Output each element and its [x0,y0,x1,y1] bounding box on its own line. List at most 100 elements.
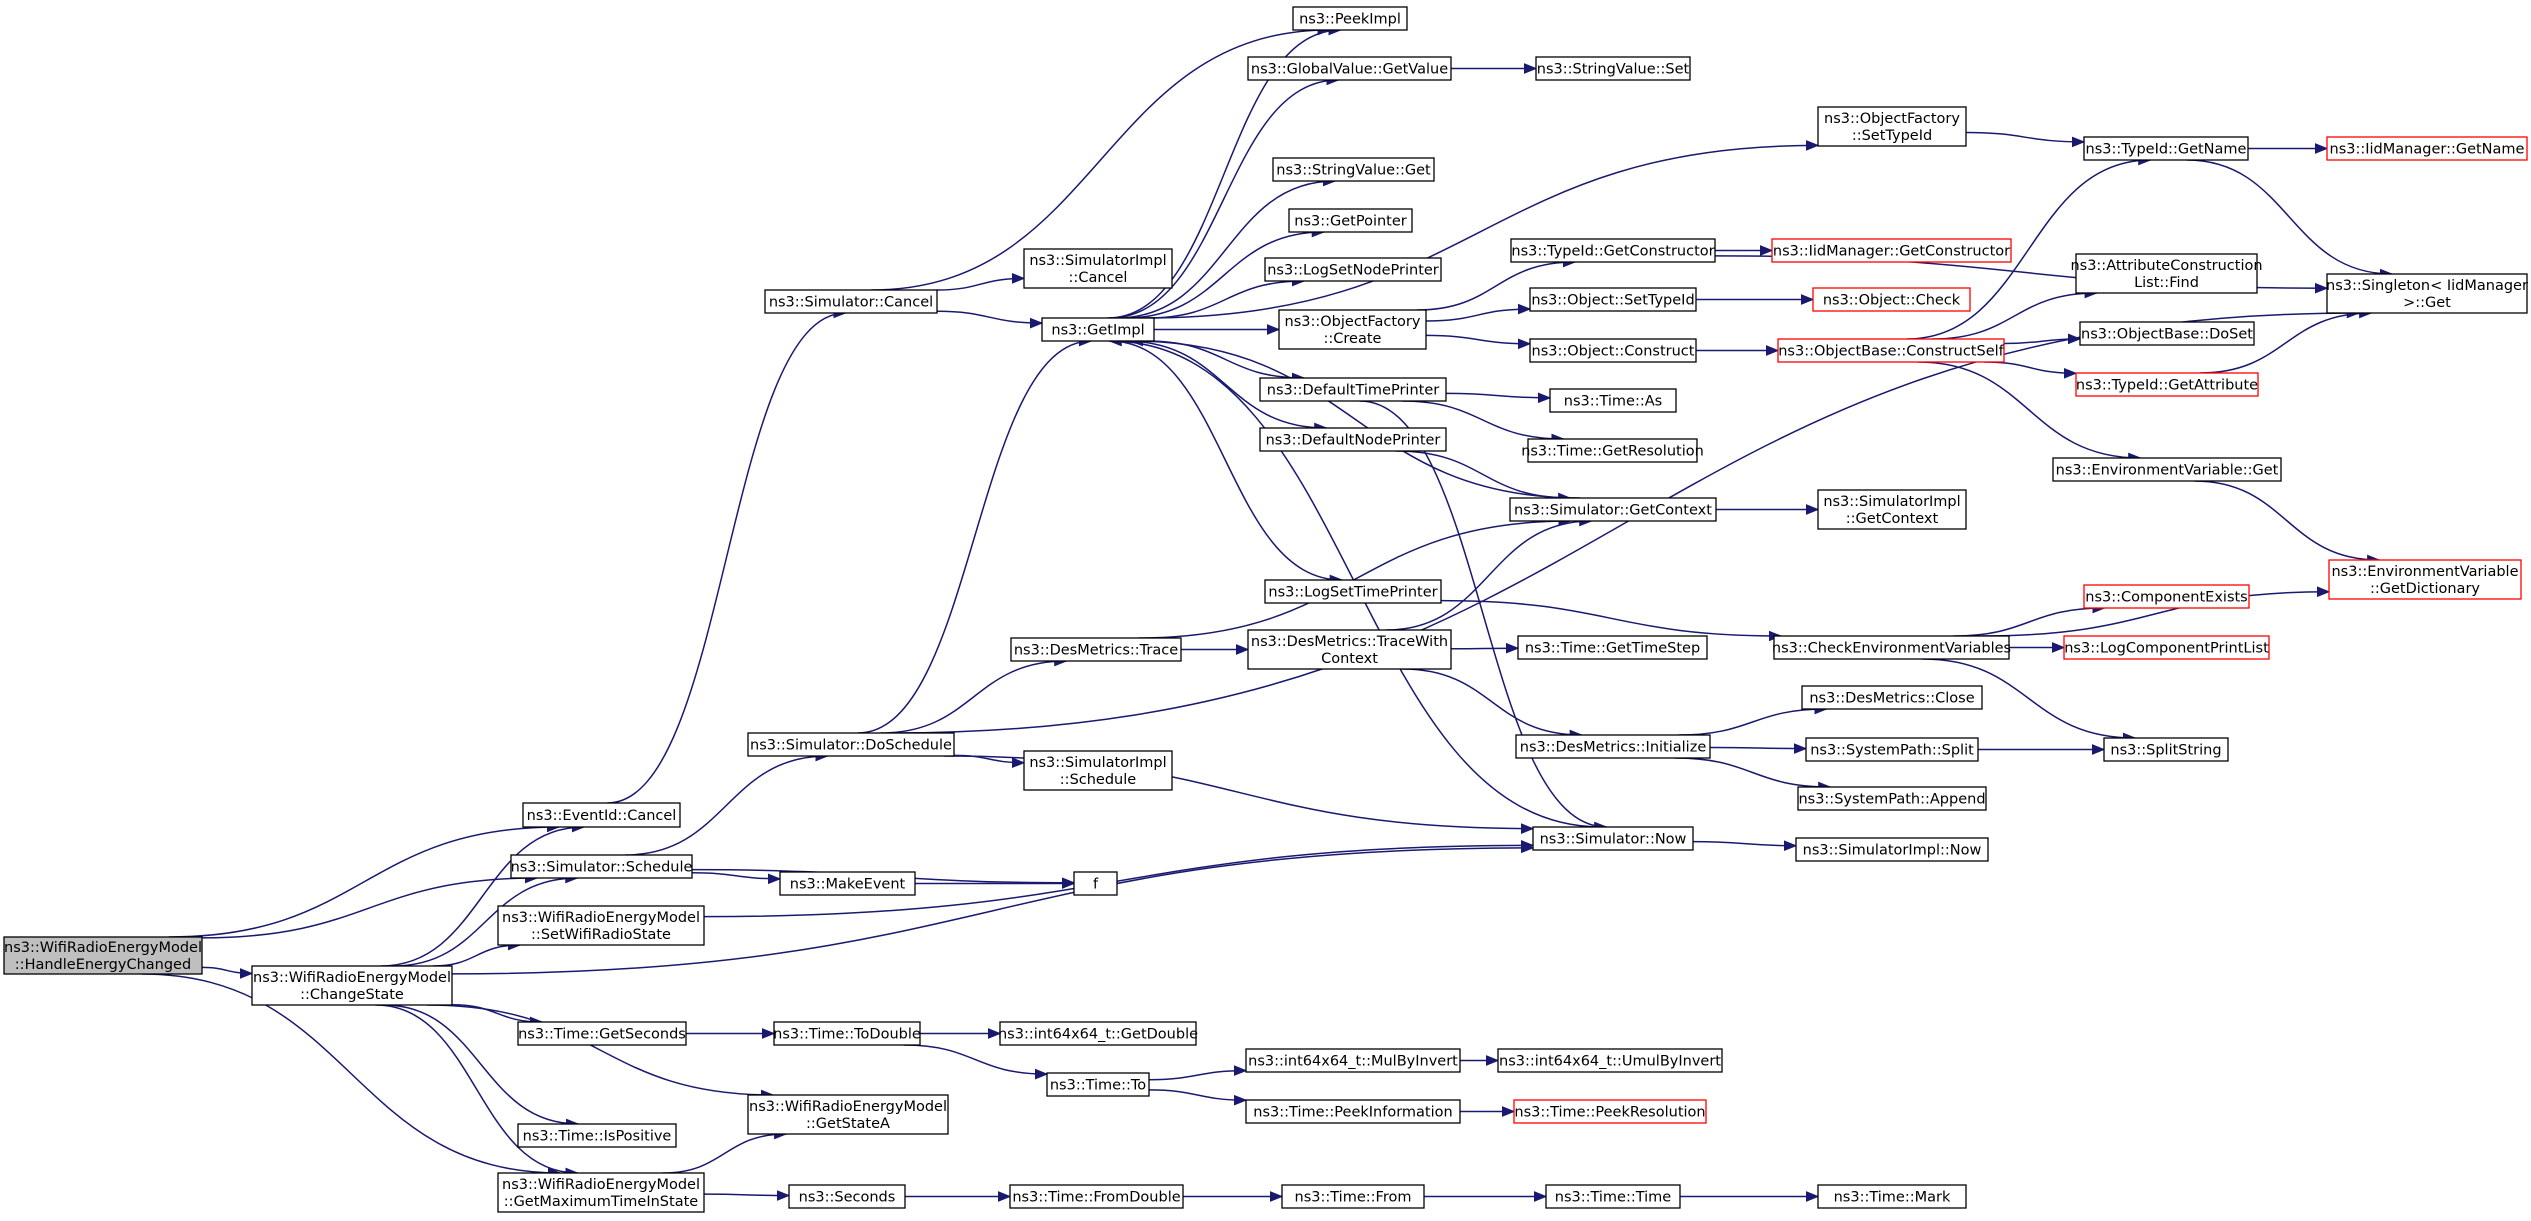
node-iid-getconstructor[interactable]: ns3::IidManager::GetConstructor [1771,238,2012,263]
node-label: ns3::WifiRadioEnergyModel [502,910,700,926]
node-objfactory-settypeid[interactable]: ns3::ObjectFactory::SetTypeId [1817,106,1967,147]
node-label: ns3::LogSetNodePrinter [1267,263,1439,279]
node-simimpl-now[interactable]: ns3::SimulatorImpl::Now [1795,837,1989,862]
node-time-fromdouble[interactable]: ns3::Time::FromDouble [1009,1184,1184,1209]
node-box [1259,427,1447,452]
node-label: ns3::Time::GetTimeStep [1525,641,1700,657]
node-simimpl-getcontext[interactable]: ns3::SimulatorImpl::GetContext [1817,489,1967,530]
node-label: ns3::TypeId::GetAttribute [2076,378,2258,394]
node-sim-schedule[interactable]: ns3::Simulator::Schedule [510,854,693,879]
node-sim-doschedule[interactable]: ns3::Simulator::DoSchedule [747,732,955,757]
node-time-gettimestep[interactable]: ns3::Time::GetTimeStep [1517,635,1708,660]
node-desmetrics-close[interactable]: ns3::DesMetrics::Close [1801,685,1983,710]
node-desmetrics-initialize[interactable]: ns3::DesMetrics::Initialize [1515,734,1711,759]
node-singleton-get[interactable]: ns3::Singleton< IidManager>::Get [2326,273,2528,314]
node-checkenvvars[interactable]: ns3::CheckEnvironmentVariables [1772,635,2011,660]
node-time-getresolution[interactable]: ns3::Time::GetResolution [1521,438,1704,463]
node-sim-cancel[interactable]: ns3::Simulator::Cancel [764,289,938,314]
node-object-settypeid[interactable]: ns3::Object::SetTypeId [1529,287,1697,312]
node-sim-getcontext[interactable]: ns3::Simulator::GetContext [1509,497,1717,522]
node-box [764,289,938,314]
node-systempath-append[interactable]: ns3::SystemPath::Append [1797,786,1987,811]
edge-root-to-change_state [201,966,254,979]
node-componentexists[interactable]: ns3::ComponentExists [2083,584,2250,609]
node-sim-now[interactable]: ns3::Simulator::Now [1532,826,1694,851]
node-simimpl-schedule[interactable]: ns3::SimulatorImpl::Schedule [1023,750,1173,791]
node-typeid-getname[interactable]: ns3::TypeId::GetName [2083,136,2249,161]
node-label: ::GetDictionary [2370,581,2480,597]
node-make-event[interactable]: ns3::MakeEvent [779,871,916,896]
node-typeid-getattribute[interactable]: ns3::TypeId::GetAttribute [2075,372,2259,397]
node-label: ns3::Simulator::GetContext [1514,503,1712,519]
node-time-from[interactable]: ns3::Time::From [1281,1184,1425,1209]
node-time-peekresolution[interactable]: ns3::Time::PeekResolution [1513,1099,1707,1124]
node-globalvalue-getvalue[interactable]: ns3::GlobalValue::GetValue [1247,56,1452,81]
node-int64-umulbyinvert[interactable]: ns3::int64x64_t::UmulByInvert [1497,1048,1723,1073]
edge-change_state-to-get_max_time [375,1004,579,1179]
node-peekimpl[interactable]: ns3::PeekImpl [1292,6,1408,31]
node-get-state-a[interactable]: ns3::WifiRadioEnergyModel::GetStateA [747,1094,949,1135]
edge-getimpl-to-peekimpl [1107,24,1343,319]
node-label: ns3::PeekImpl [1299,12,1401,28]
edge-desmetrics_initialize-to-systempath_split [1709,743,1808,754]
node-change-state[interactable]: ns3::WifiRadioEnergyModel::ChangeState [251,965,453,1006]
node-root[interactable]: ns3::WifiRadioEnergyModel::HandleEnergyC… [3,936,203,975]
node-time-mark[interactable]: ns3::Time::Mark [1817,1184,1967,1209]
edge-change_state-to-set_wifi_state [432,939,522,967]
node-objbase-constructself[interactable]: ns3::ObjectBase::ConstructSelf [1777,338,2005,363]
node-box [1510,238,1716,263]
edge-getimpl-to-objfactory_settypeid [1142,140,1820,319]
node-defaulttimeprinter[interactable]: ns3::DefaultTimePrinter [1259,377,1447,402]
node-set-wifi-state[interactable]: ns3::WifiRadioEnergyModel::SetWifiRadioS… [497,905,705,946]
node-object-construct[interactable]: ns3::Object::Construct [1529,338,1697,363]
node-getpointer[interactable]: ns3::GetPointer [1288,208,1413,233]
node-defaultnodeprinter[interactable]: ns3::DefaultNodePrinter [1259,427,1447,452]
node-logcomponentprintlist[interactable]: ns3::LogComponentPrintList [2063,635,2270,660]
node-object-check[interactable]: ns3::Object::Check [1812,287,1971,312]
node-time-peekinformation[interactable]: ns3::Time::PeekInformation [1245,1099,1461,1124]
node-label: ns3::SystemPath::Append [1798,792,1985,808]
node-box [1535,56,1691,81]
node-getimpl[interactable]: ns3::GetImpl [1041,317,1155,342]
node-stringvalue-set[interactable]: ns3::StringValue::Set [1535,56,1691,81]
node-simimpl-cancel[interactable]: ns3::SimulatorImpl::Cancel [1023,248,1173,289]
node-box [1771,238,2012,263]
node-stringvalue-get[interactable]: ns3::StringValue::Get [1272,157,1435,182]
node-time-ispositive[interactable]: ns3::Time::IsPositive [517,1123,677,1148]
node-envvar-get[interactable]: ns3::EnvironmentVariable::Get [2052,457,2282,482]
node-time-as[interactable]: ns3::Time::As [1549,388,1677,413]
node-envvar-getdictionary[interactable]: ns3::EnvironmentVariable::GetDictionary [2328,559,2522,600]
node-box [1497,1048,1723,1073]
node-box [1529,338,1697,363]
node-objbase-doset[interactable]: ns3::ObjectBase::DoSet [2079,321,2255,346]
edge-sim_cancel-to-peekimpl [871,24,1332,291]
node-get-max-time[interactable]: ns3::WifiRadioEnergyModel::GetMaximumTim… [497,1172,705,1213]
node-box [1549,388,1677,413]
node-iid-getname[interactable]: ns3::IidManager::GetName [2326,136,2528,161]
node-label: ns3::DesMetrics::Close [1809,691,1974,707]
node-int64-getdouble[interactable]: ns3::int64x64_t::GetDouble [998,1021,1198,1046]
node-time-time[interactable]: ns3::Time::Time [1545,1184,1681,1209]
node-desmetrics-trace[interactable]: ns3::DesMetrics::Trace [1010,637,1182,662]
node-seconds[interactable]: ns3::Seconds [788,1184,906,1209]
node-label: ns3::Simulator::Schedule [511,860,693,876]
edge-change_state-to-eventid_cancel [380,821,586,967]
node-box [1801,685,1983,710]
node-time-getseconds[interactable]: ns3::Time::GetSeconds [517,1021,687,1046]
node-logsettimeprinter[interactable]: ns3::LogSetTimePrinter [1264,579,1442,604]
node-eventid-cancel[interactable]: ns3::EventId::Cancel [522,802,681,828]
node-time-todouble[interactable]: ns3::Time::ToDouble [773,1021,921,1046]
node-int64-mulbyinvert[interactable]: ns3::int64x64_t::MulByInvert [1245,1048,1461,1073]
node-systempath-split[interactable]: ns3::SystemPath::Split [1805,737,1979,762]
edge-change_state-to-time_ispositive [383,1004,580,1130]
node-label: ns3::IidManager::GetName [2330,142,2525,158]
node-typeid-getconstructor[interactable]: ns3::TypeId::GetConstructor [1510,238,1716,263]
node-splitstring[interactable]: ns3::SplitString [2103,737,2229,762]
node-f[interactable]: f [1073,871,1118,896]
node-label: ns3::Time::PeekInformation [1253,1105,1452,1121]
node-logsetnodeprinter[interactable]: ns3::LogSetNodePrinter [1264,257,1442,282]
node-time-to[interactable]: ns3::Time::To [1046,1072,1150,1097]
node-objfactory-create[interactable]: ns3::ObjectFactory::Create [1278,309,1427,350]
